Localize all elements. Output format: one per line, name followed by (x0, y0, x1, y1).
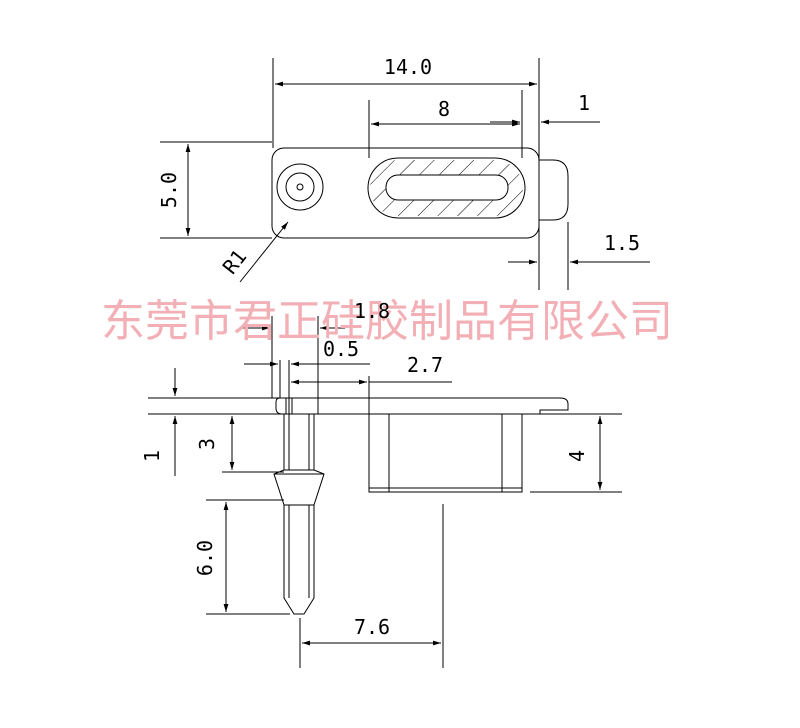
side-view (148, 397, 622, 615)
label-1-8: 1.8 (354, 299, 390, 323)
side-tab (539, 159, 569, 221)
label-6: 6.0 (193, 540, 217, 576)
r1-leader (239, 221, 289, 283)
label-5: 5.0 (157, 172, 181, 208)
side-view-dimensions (172, 316, 622, 668)
label-1-side: 1 (140, 450, 164, 462)
label-0-5: 0.5 (323, 337, 359, 361)
side-plate (275, 397, 569, 415)
label-7-6: 7.6 (354, 615, 390, 639)
label-1-top: 1 (578, 91, 590, 115)
mounting-hole (276, 163, 324, 211)
body-block (368, 413, 523, 493)
pin (273, 398, 325, 615)
label-3: 3 (195, 438, 219, 450)
label-1-5: 1.5 (604, 231, 640, 255)
label-2-7: 2.7 (407, 353, 443, 377)
label-14: 14.0 (384, 55, 432, 79)
top-view-dimensions (160, 58, 650, 290)
top-view (271, 147, 569, 239)
slot-inner (385, 174, 509, 201)
label-8: 8 (438, 97, 450, 121)
slot-outer (367, 157, 526, 219)
watermark: 东莞市君正硅胶制品有限公司 (101, 296, 673, 347)
label-4: 4 (565, 450, 589, 462)
